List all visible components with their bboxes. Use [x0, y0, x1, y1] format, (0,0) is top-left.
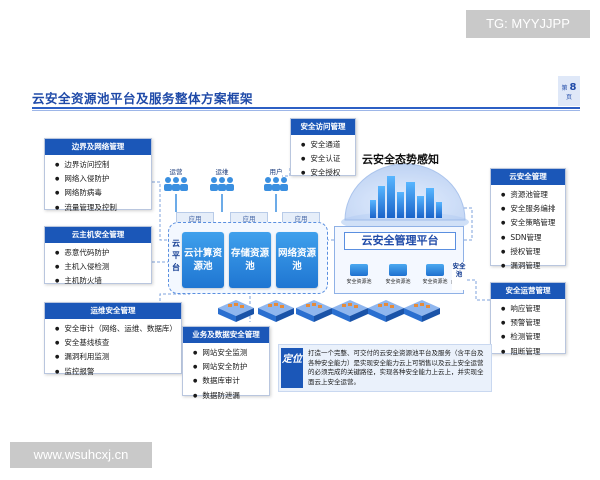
box-list-item: 资源池管理: [501, 188, 559, 202]
user-label-user: 用户: [269, 168, 283, 176]
box-list-item: 数据库审计: [193, 374, 263, 388]
page-number-badge: 第 8 页: [558, 76, 580, 106]
box-header: 安全运营管理: [491, 283, 565, 299]
cloud-platform-side-label: 云平台: [172, 239, 180, 272]
box-list-item: 网站安全监测: [193, 346, 263, 360]
box-list-item: 恶意代码防护: [55, 246, 145, 260]
box-list-item: 预警管理: [501, 316, 559, 330]
security-pool-item: 安全资源池: [381, 264, 415, 290]
security-pool-side-label: 安全池: [452, 262, 466, 290]
box-list: 安全审计（网络、运维、数据库）安全基线核查漏洞利用监测监控报警: [45, 319, 181, 381]
user-group-icons: [164, 177, 288, 191]
watermark-bottom: www.wsuhcxj.cn: [10, 442, 152, 468]
box-list: 网站安全监测网站安全防护数据库审计数据防泄漏: [183, 343, 269, 405]
box-list-item: 数据防泄漏: [193, 389, 263, 403]
title-underline: [32, 107, 580, 109]
watermark-top: TG: MYYJJPP: [466, 10, 590, 38]
box-list: 响应管理预警管理检测管理阻断管理: [491, 299, 565, 361]
situation-dome-graphic: [341, 163, 469, 232]
box-list-item: 安全策略管理: [501, 216, 559, 230]
box-list: 资源池管理安全服务编排安全策略管理SDN管理授权管理漏洞管理: [491, 185, 565, 275]
positioning-box: [278, 344, 492, 392]
box-border-network: 边界及网络管理 边界访问控制网络入侵防护网络防病毒流量管理及控制: [44, 138, 152, 212]
server-icon: [350, 264, 368, 276]
box-header: 云主机安全管理: [45, 227, 151, 243]
box-list-item: 安全授权: [301, 166, 349, 180]
box-list-item: 网络防病毒: [55, 186, 145, 200]
box-business-data: 业务及数据安全管理 网站安全监测网站安全防护数据库审计数据防泄漏: [182, 326, 270, 400]
box-list-item: 网络入侵防护: [55, 172, 145, 186]
box-list-item: 主机入侵检测: [55, 260, 145, 274]
box-list-item: 安全认证: [301, 152, 349, 166]
management-platform-title: 云安全管理平台: [344, 232, 456, 250]
server-icon: [426, 264, 444, 276]
pool-network: 网络资源池: [276, 232, 318, 288]
box-host-security: 云主机安全管理 恶意代码防护主机入侵检测主机防火墙: [44, 226, 152, 285]
box-header: 云安全管理: [491, 169, 565, 185]
box-list-item: 流量管理及控制: [55, 201, 145, 215]
box-list: 恶意代码防护主机入侵检测主机防火墙: [45, 243, 151, 291]
box-list-item: 安全基线核查: [55, 336, 175, 350]
box-header: 安全访问管理: [291, 119, 355, 135]
user-label-ops: 运营: [169, 168, 183, 176]
box-header: 运维安全管理: [45, 303, 181, 319]
situation-awareness-title: 云安全态势感知: [362, 153, 439, 166]
positioning-badge: 定位: [281, 348, 303, 388]
box-list-item: 授权管理: [501, 245, 559, 259]
box-list-item: 边界访问控制: [55, 158, 145, 172]
box-access-management: 安全访问管理 安全通道安全认证安全授权: [290, 118, 356, 177]
positioning-text: 打造一个完整、可交付的云安全资源池平台及服务（含平台及各种安全能力）是实现安全能…: [308, 349, 484, 386]
box-list-item: 安全审计（网络、运维、数据库）: [55, 322, 177, 336]
server-icon: [389, 264, 407, 276]
box-list-item: 响应管理: [501, 302, 559, 316]
box-list-item: 监控报警: [55, 365, 175, 379]
pool-storage: 存储资源池: [229, 232, 271, 288]
box-cloud-security: 云安全管理 资源池管理安全服务编排安全策略管理SDN管理授权管理漏洞管理: [490, 168, 566, 270]
box-list-item: 主机防火墙: [55, 274, 145, 288]
box-list-item: 安全通道: [301, 138, 349, 152]
page-title: 云安全资源池平台及服务整体方案框架: [32, 91, 254, 106]
box-header: 边界及网络管理: [45, 139, 151, 155]
box-list-item: 阻断管理: [501, 345, 559, 359]
user-label-maint: 运维: [215, 168, 229, 176]
security-pool-item: 安全资源池: [342, 264, 376, 290]
box-security-operations: 安全运营管理 响应管理预警管理检测管理阻断管理: [490, 282, 566, 356]
box-header: 业务及数据安全管理: [183, 327, 269, 343]
box-ops-security: 运维安全管理 安全审计（网络、运维、数据库）安全基线核查漏洞利用监测监控报警: [44, 302, 182, 376]
box-list-item: 网站安全防护: [193, 360, 263, 374]
box-list-item: 检测管理: [501, 330, 559, 344]
box-list: 安全通道安全认证安全授权: [291, 135, 355, 183]
box-list-item: SDN管理: [501, 231, 559, 245]
server-rack-icons: [218, 300, 440, 322]
title-underline-thin: [32, 110, 580, 111]
box-list-item: 安全服务编排: [501, 202, 559, 216]
security-pool-item: 安全资源池N: [418, 264, 455, 290]
box-list: 边界访问控制网络入侵防护网络防病毒流量管理及控制: [45, 155, 151, 217]
pool-compute: 云计算资源池: [182, 232, 224, 288]
box-list-item: 漏洞管理: [501, 259, 559, 273]
box-list-item: 漏洞利用监测: [55, 350, 175, 364]
